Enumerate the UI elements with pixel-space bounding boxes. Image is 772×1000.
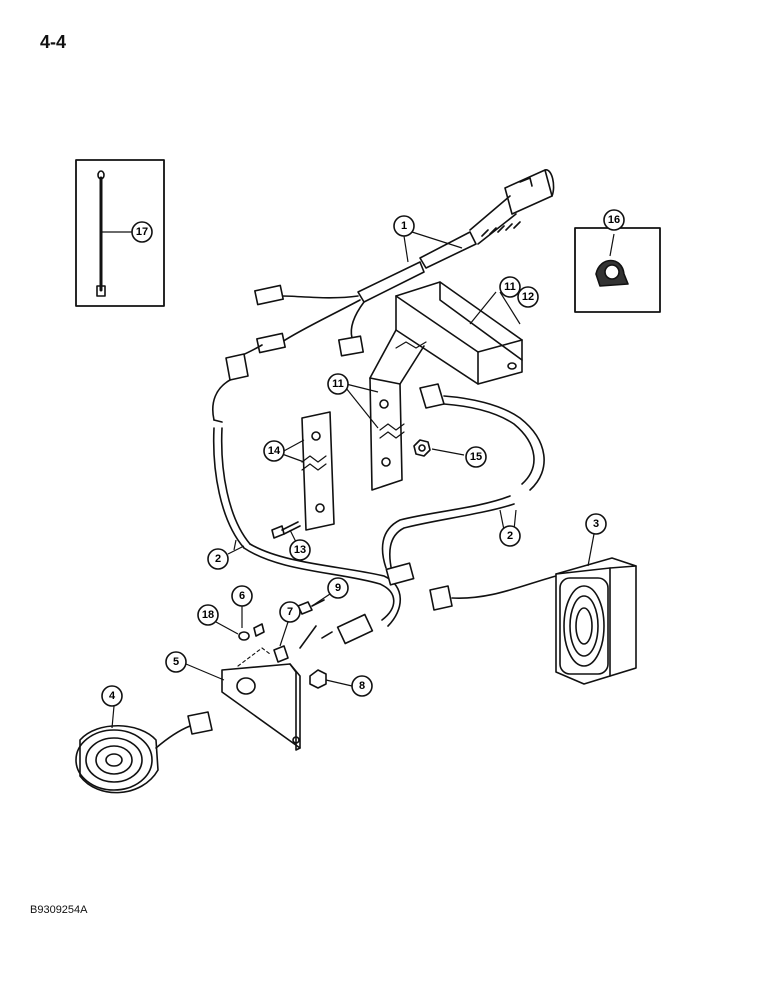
mounting-plate <box>301 411 335 531</box>
page-number: 4-4 <box>40 32 67 52</box>
svg-text:12: 12 <box>522 291 534 303</box>
svg-text:2: 2 <box>507 530 513 542</box>
nut-15 <box>413 439 431 457</box>
svg-text:17: 17 <box>136 226 148 238</box>
callout-18: 18 <box>197 604 219 626</box>
figure-id: B9309254A <box>30 904 88 916</box>
svg-text:9: 9 <box>335 582 341 594</box>
clip-inset <box>574 227 661 313</box>
callout-7: 7 <box>279 601 301 623</box>
leader-lines <box>102 231 615 729</box>
callout-8: 8 <box>351 675 373 697</box>
callout-2b: 2 <box>499 525 521 547</box>
svg-text:11: 11 <box>332 378 344 390</box>
front-lamp <box>75 711 213 794</box>
bolt-13 <box>271 521 301 539</box>
wire-left <box>212 379 401 645</box>
svg-text:1: 1 <box>401 220 407 232</box>
callout-1: 1 <box>393 215 415 237</box>
svg-text:14: 14 <box>268 445 281 457</box>
callout-4: 4 <box>101 685 123 707</box>
callout-2a: 2 <box>207 548 229 570</box>
wiring-harness <box>225 261 425 381</box>
connector-plug <box>419 169 555 269</box>
callouts: 1 2 2 3 4 5 6 7 8 9 11 12 11 13 14 15 16… <box>101 209 625 707</box>
svg-text:4: 4 <box>109 690 116 702</box>
callout-15: 15 <box>465 446 487 468</box>
callout-17: 17 <box>131 221 153 243</box>
callout-16: 16 <box>603 209 625 231</box>
callout-9: 9 <box>327 577 349 599</box>
mounting-bracket <box>369 281 523 491</box>
callout-3: 3 <box>585 513 607 535</box>
callout-5: 5 <box>165 651 187 673</box>
svg-text:5: 5 <box>173 656 179 668</box>
svg-text:6: 6 <box>239 590 245 602</box>
svg-text:8: 8 <box>359 680 365 692</box>
svg-text:13: 13 <box>294 544 306 556</box>
callout-13: 13 <box>289 539 311 561</box>
svg-text:15: 15 <box>470 451 482 463</box>
callout-6: 6 <box>231 585 253 607</box>
svg-text:11: 11 <box>504 281 516 293</box>
callout-14: 14 <box>263 440 285 462</box>
lamp-bracket <box>221 647 301 751</box>
rear-lamp <box>555 557 637 685</box>
svg-text:18: 18 <box>202 609 214 621</box>
svg-text:16: 16 <box>608 214 620 226</box>
cable-tie-inset <box>75 159 165 307</box>
svg-text:2: 2 <box>215 553 221 565</box>
svg-text:3: 3 <box>593 518 599 530</box>
callout-12: 12 <box>517 286 539 308</box>
wire-right <box>381 383 557 611</box>
svg-text:7: 7 <box>287 606 293 618</box>
callout-11a: 11 <box>499 276 521 298</box>
callout-11b: 11 <box>327 373 349 395</box>
